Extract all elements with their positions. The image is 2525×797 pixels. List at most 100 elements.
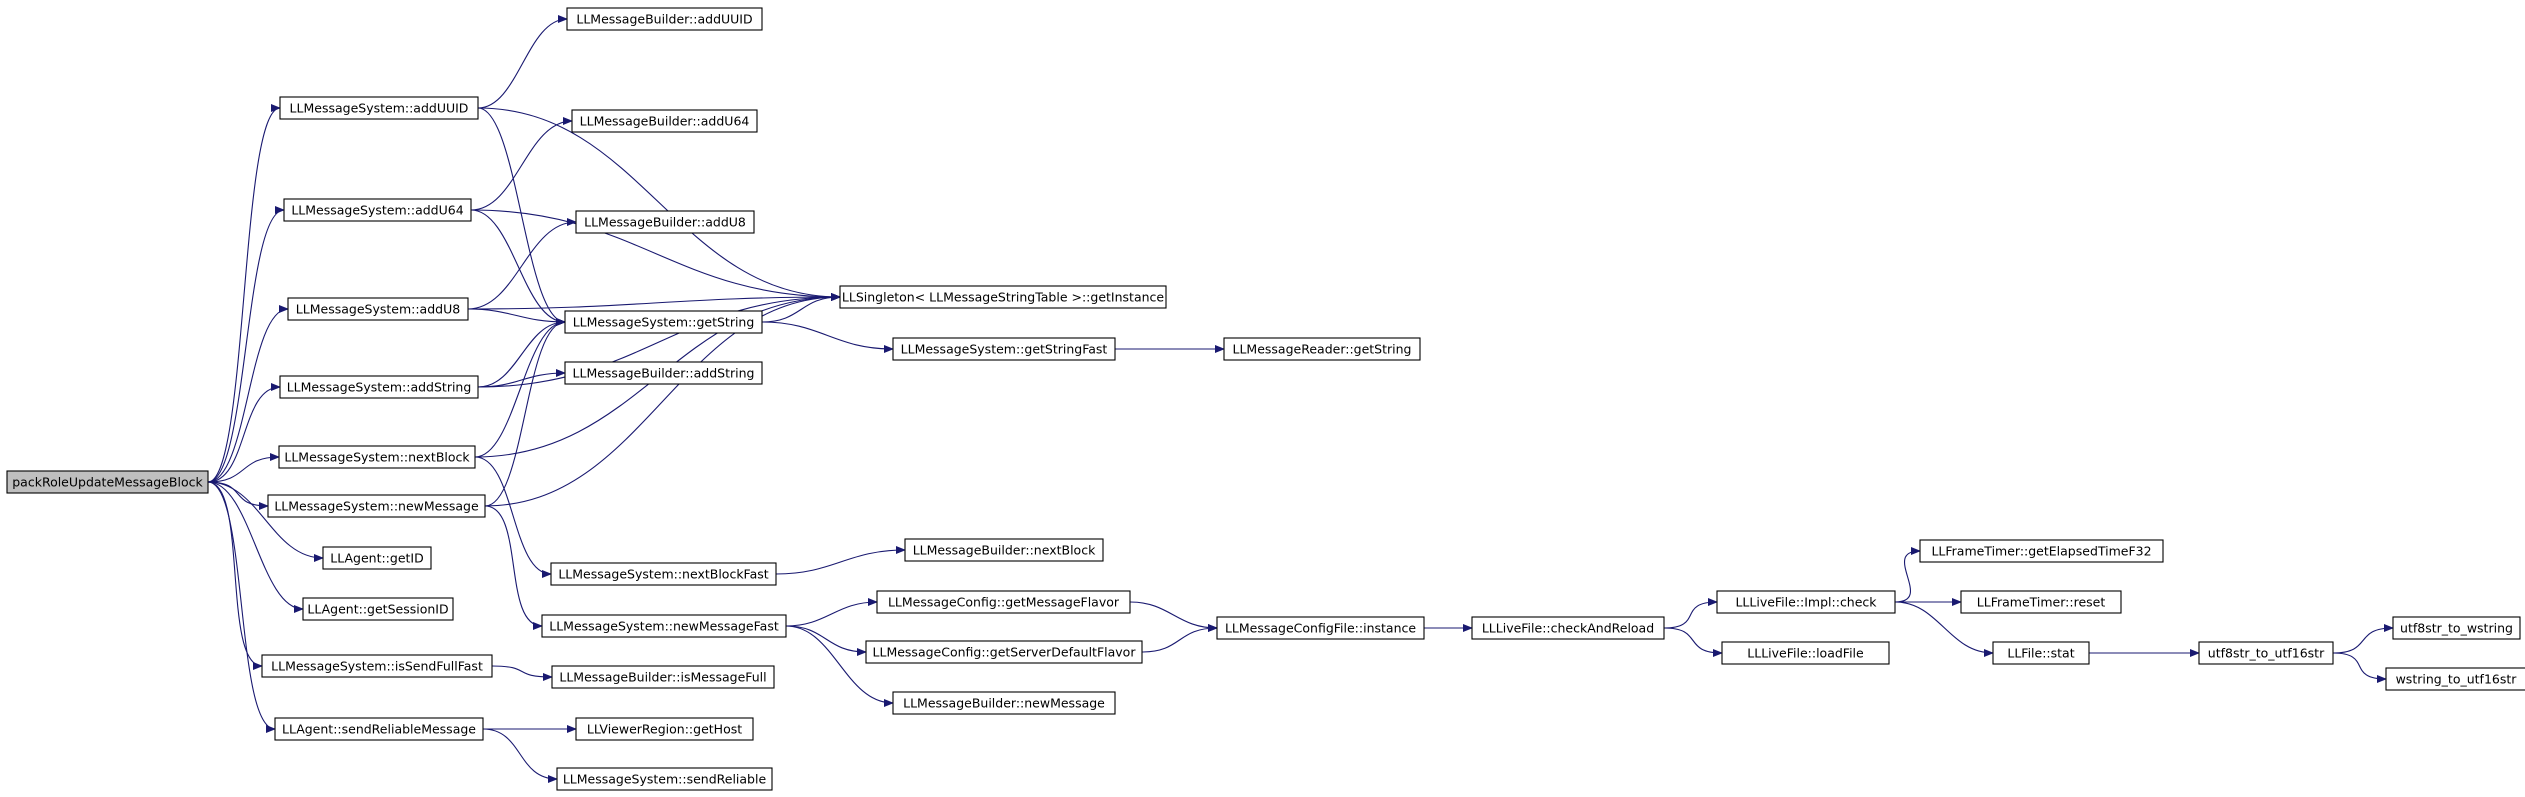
node-ms-sendreliable[interactable]: LLMessageSystem::sendReliable (556, 767, 773, 791)
node-label: LLMessageSystem::addString (287, 380, 472, 395)
node-box[interactable] (571, 109, 758, 133)
node-ms-nextblock[interactable]: LLMessageSystem::nextBlock (278, 445, 476, 469)
node-ms-getstringfast[interactable]: LLMessageSystem::getStringFast (892, 337, 1116, 361)
node-label: LLMessageSystem::isSendFullFast (271, 659, 483, 674)
node-ft-reset[interactable]: LLFrameTimer::reset (1960, 590, 2122, 614)
node-mb-nextblock[interactable]: LLMessageBuilder::nextBlock (904, 538, 1104, 562)
node-ms-adduuid[interactable]: LLMessageSystem::addUUID (279, 96, 479, 120)
node-agent-getsessionid[interactable]: LLAgent::getSessionID (302, 597, 454, 621)
node-box[interactable] (575, 717, 754, 741)
node-box[interactable] (551, 665, 775, 689)
node-mb-addu64[interactable]: LLMessageBuilder::addU64 (571, 109, 758, 133)
node-ft-getelapsed[interactable]: LLFrameTimer::getElapsedTimeF32 (1919, 539, 2164, 563)
node-box[interactable] (322, 546, 432, 570)
node-mr-getstring[interactable]: LLMessageReader::getString (1223, 337, 1421, 361)
node-box[interactable] (876, 590, 1131, 614)
node-box[interactable] (2392, 616, 2521, 640)
node-box[interactable] (267, 494, 486, 518)
edge-lf-checkandreload-to-lf-loadfile (1663, 627, 1723, 657)
node-label: packRoleUpdateMessageBlock (12, 475, 203, 490)
node-label: LLAgent::sendReliableMessage (282, 722, 476, 737)
node-wstring-to-utf16[interactable]: wstring_to_utf16str (2385, 667, 2525, 691)
node-box[interactable] (261, 654, 493, 678)
node-mb-addu8[interactable]: LLMessageBuilder::addU8 (575, 210, 755, 234)
node-label: LLMessageSystem::sendReliable (563, 772, 767, 787)
edge-ms-nextblock-to-ms-getstring (474, 318, 566, 458)
node-box[interactable] (564, 361, 763, 385)
node-lf-loadfile[interactable]: LLLiveFile::loadFile (1721, 641, 1890, 665)
node-utf8-to-utf16[interactable]: utf8str_to_utf16str (2198, 641, 2334, 665)
edge-mc-getserverdefaultflavor-to-mcf-instance (1141, 624, 1218, 653)
node-box[interactable] (575, 210, 755, 234)
node-box[interactable] (287, 297, 469, 321)
node-box[interactable] (1471, 616, 1665, 640)
node-label: LLMessageBuilder::nextBlock (913, 543, 1096, 558)
edge-ms-issendfullfast-to-mb-ismessagefull (491, 665, 553, 681)
node-box[interactable] (839, 285, 1167, 309)
node-box[interactable] (1721, 641, 1890, 665)
node-packroleupdatemessageblock[interactable]: packRoleUpdateMessageBlock (6, 470, 209, 494)
node-box[interactable] (541, 614, 787, 638)
node-mcf-instance[interactable]: LLMessageConfigFile::instance (1216, 616, 1425, 640)
edge-ms-addstring-to-ms-getstring (477, 318, 566, 388)
node-ms-nextblockfast[interactable]: LLMessageSystem::nextBlockFast (550, 562, 777, 586)
node-box[interactable] (550, 562, 777, 586)
node-vr-gethost[interactable]: LLViewerRegion::getHost (575, 717, 754, 741)
node-box[interactable] (283, 198, 472, 222)
edges-layer (207, 15, 2394, 783)
node-label: LLAgent::getSessionID (307, 602, 448, 617)
node-ms-newmessage[interactable]: LLMessageSystem::newMessage (267, 494, 486, 518)
node-mc-getmessageflavor[interactable]: LLMessageConfig::getMessageFlavor (876, 590, 1131, 614)
node-box[interactable] (1216, 616, 1425, 640)
node-box[interactable] (564, 310, 763, 334)
edge-ms-newmessage-to-singleton (484, 293, 841, 507)
node-box[interactable] (302, 597, 454, 621)
edge-ms-newmessage-to-ms-newmessagefast (484, 505, 543, 630)
node-label: LLMessageSystem::newMessageFast (549, 619, 779, 634)
node-box[interactable] (2198, 641, 2334, 665)
node-label: LLMessageSystem::nextBlockFast (558, 567, 768, 582)
node-lfi-check[interactable]: LLLiveFile::Impl::check (1716, 590, 1896, 614)
node-ms-issendfullfast[interactable]: LLMessageSystem::isSendFullFast (261, 654, 493, 678)
node-box[interactable] (1960, 590, 2122, 614)
node-utf8-to-wstring[interactable]: utf8str_to_wstring (2392, 616, 2521, 640)
node-mb-ismessagefull[interactable]: LLMessageBuilder::isMessageFull (551, 665, 775, 689)
node-box[interactable] (892, 337, 1116, 361)
node-box[interactable] (6, 470, 209, 494)
node-ms-newmessagefast[interactable]: LLMessageSystem::newMessageFast (541, 614, 787, 638)
node-ms-addu64[interactable]: LLMessageSystem::addU64 (283, 198, 472, 222)
node-agent-getid[interactable]: LLAgent::getID (322, 546, 432, 570)
node-box[interactable] (1716, 590, 1896, 614)
node-mc-getserverdefaultflavor[interactable]: LLMessageConfig::getServerDefaultFlavor (865, 640, 1143, 664)
node-box[interactable] (1223, 337, 1421, 361)
node-label: LLMessageReader::getString (1233, 342, 1412, 357)
node-box[interactable] (566, 7, 763, 31)
node-label: LLMessageSystem::getStringFast (901, 342, 1108, 357)
node-box[interactable] (278, 445, 476, 469)
node-ms-getstring[interactable]: LLMessageSystem::getString (564, 310, 763, 334)
node-agent-sendreliable[interactable]: LLAgent::sendReliableMessage (274, 717, 484, 741)
node-box[interactable] (279, 96, 479, 120)
node-box[interactable] (1919, 539, 2164, 563)
node-label: LLMessageSystem::newMessage (274, 499, 479, 514)
node-box[interactable] (865, 640, 1143, 664)
node-ms-addstring[interactable]: LLMessageSystem::addString (279, 375, 479, 399)
node-file-stat[interactable]: LLFile::stat (1992, 641, 2090, 665)
node-ms-addu8[interactable]: LLMessageSystem::addU8 (287, 297, 469, 321)
node-box[interactable] (556, 767, 773, 791)
node-mb-adduuid[interactable]: LLMessageBuilder::addUUID (566, 7, 763, 31)
node-box[interactable] (904, 538, 1104, 562)
node-box[interactable] (274, 717, 484, 741)
node-label: wstring_to_utf16str (2396, 672, 2518, 687)
node-box[interactable] (892, 691, 1116, 715)
node-box[interactable] (279, 375, 479, 399)
edge-packroleupdatemessageblock-to-ms-addu8 (207, 305, 289, 483)
node-singleton[interactable]: LLSingleton< LLMessageStringTable >::get… (839, 285, 1167, 309)
node-label: LLMessageConfig::getServerDefaultFlavor (873, 645, 1137, 660)
node-box[interactable] (1992, 641, 2090, 665)
node-lf-checkandreload[interactable]: LLLiveFile::checkAndReload (1471, 616, 1665, 640)
edge-ms-addstring-to-singleton (477, 293, 841, 388)
node-mb-newmessage[interactable]: LLMessageBuilder::newMessage (892, 691, 1116, 715)
node-mb-addstring[interactable]: LLMessageBuilder::addString (564, 361, 763, 385)
node-box[interactable] (2385, 667, 2525, 691)
